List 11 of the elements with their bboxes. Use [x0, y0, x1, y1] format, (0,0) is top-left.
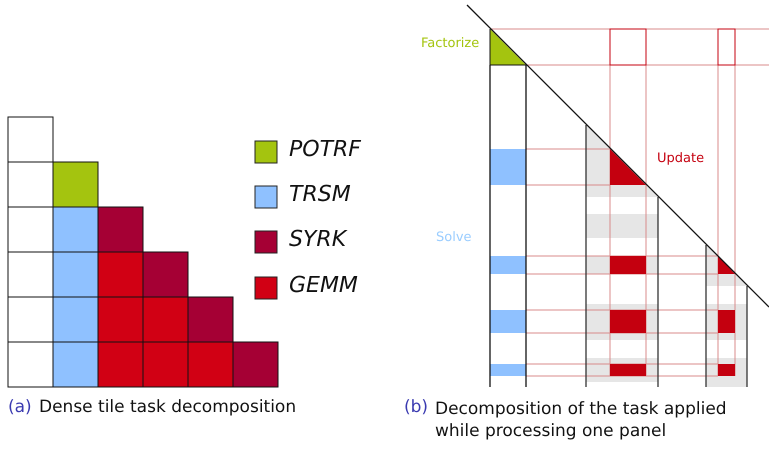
legend-label: TRSM — [289, 183, 351, 208]
legend-label: POTRF — [289, 138, 361, 162]
subfigure-caption: Dense tile task decomposition — [39, 398, 296, 417]
subfigure-marker: (b) — [404, 398, 428, 417]
legend-label: GEMM — [289, 274, 358, 298]
subfigure-caption: Decomposition of the task applied while processing one panel — [435, 398, 728, 442]
step-label: Factorize — [421, 37, 480, 52]
subfigure-marker: (a) — [8, 398, 32, 417]
step-label: Update — [657, 152, 704, 166]
legend-label: SYRK — [289, 228, 346, 252]
step-label: Solve — [436, 231, 472, 246]
